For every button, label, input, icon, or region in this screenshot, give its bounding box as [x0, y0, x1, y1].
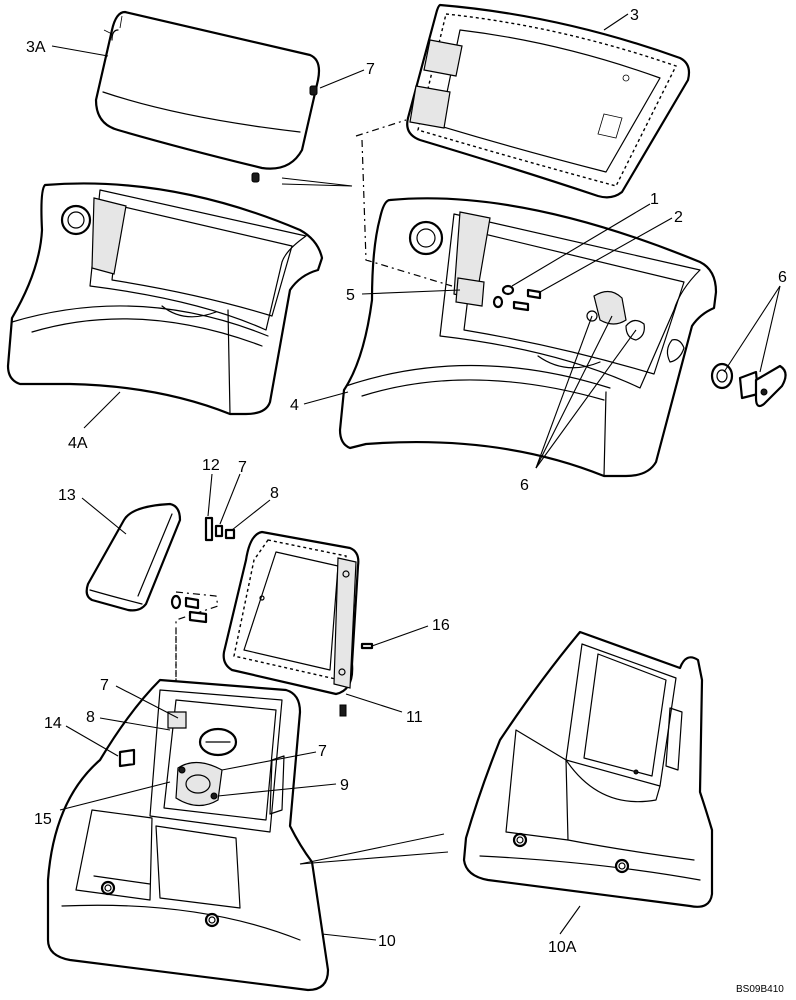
callout-6-b: 6: [520, 477, 529, 494]
leader-lines: [51, 13, 781, 941]
callout-16: 16: [432, 617, 450, 634]
part-11-frame: [222, 530, 360, 717]
hardware-1-2-5: [455, 277, 542, 312]
callout-10: 10: [378, 933, 396, 950]
screw-7-top: [251, 85, 318, 183]
part-13-small-cushion: [85, 502, 182, 612]
callout-8-b: 8: [86, 709, 95, 726]
callout-1: 1: [650, 191, 659, 208]
callout-7-c: 7: [100, 677, 109, 694]
callout-13: 13: [58, 487, 76, 504]
callout-4A: 4A: [68, 435, 88, 452]
callout-6-a: 6: [778, 269, 787, 286]
part-4A-storage-base: [6, 182, 324, 416]
callout-5: 5: [346, 287, 355, 304]
transition-lines-bottom: [299, 833, 449, 865]
part-3A-armrest-cushion: [94, 10, 321, 170]
callout-15: 15: [34, 811, 52, 828]
part-10A-storage-tub: [462, 630, 714, 908]
callout-3A: 3A: [26, 39, 46, 56]
callout-labels: 3A 7 3 1 2 5 6 4 4A 6 12 7 8 13 16 11 7 …: [26, 7, 787, 995]
part-4-storage-base: [338, 197, 718, 478]
callout-9: 9: [340, 777, 349, 794]
part-6-latch: [710, 362, 787, 408]
callout-7-a: 7: [366, 61, 375, 78]
callout-14: 14: [44, 715, 62, 732]
callout-7-d: 7: [318, 743, 327, 760]
callout-8-a: 8: [270, 485, 279, 502]
callout-2: 2: [674, 209, 683, 226]
alignment-line-top: [355, 119, 453, 287]
part-10-storage-tub: [46, 678, 330, 992]
callout-10A: 10A: [548, 939, 577, 956]
transition-lines-top: [281, 177, 353, 187]
callout-7-b: 7: [238, 459, 247, 476]
callout-11: 11: [406, 709, 423, 726]
part-3-cushion-frame: [406, 3, 691, 199]
callout-3: 3: [630, 7, 639, 24]
callout-4: 4: [290, 397, 299, 414]
callout-12: 12: [202, 457, 220, 474]
hardware-12-7-8: [170, 516, 374, 682]
drawing-code: BS09B410: [736, 984, 784, 995]
